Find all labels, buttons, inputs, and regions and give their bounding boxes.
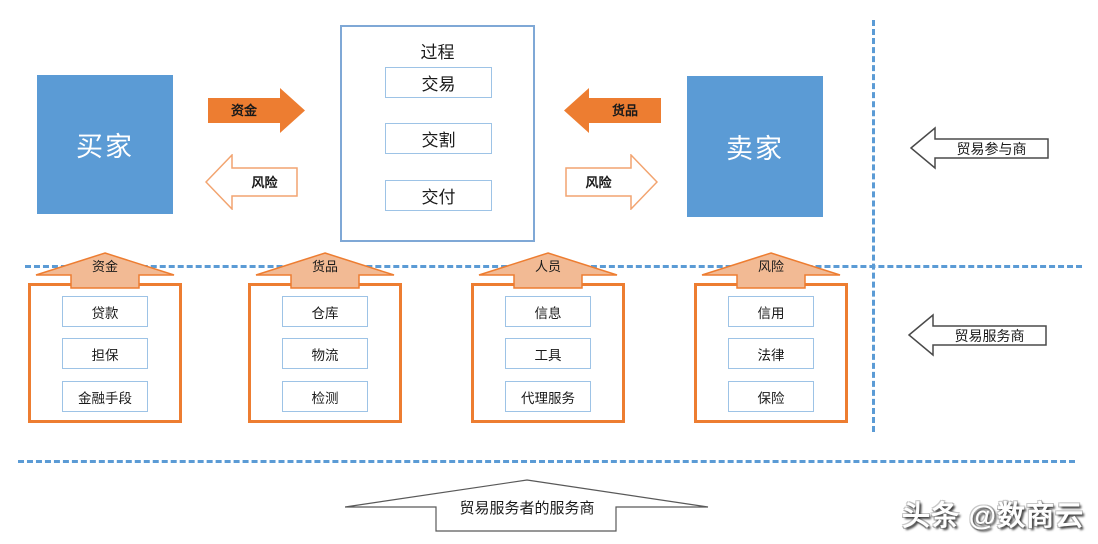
risk-to-seller-label: 风险 [585,175,612,190]
group-item: 信用 [728,296,814,327]
process-step-trade: 交易 [385,67,492,98]
funds-arrow: 资金 [208,88,305,133]
group-arrow-funds: 资金 [35,252,175,289]
service-providers-label: 贸易服务商 [954,328,1025,344]
boundary-line-vertical [872,20,875,432]
participants-label: 贸易参与商 [956,141,1027,157]
group-item: 仓库 [282,296,368,327]
left-outline-arrow-icon [910,126,1049,170]
up-arrow-icon [478,252,618,289]
risk-arrow-to-buyer: 风险 [205,154,298,210]
group-arrow-label: 资金 [91,259,118,274]
left-outline-arrow-icon [908,313,1047,357]
service-group-funds: 贷款 担保 金融手段 [28,283,182,423]
watermark: 头条 @数商云 [902,500,1085,531]
boundary-line-bottom [18,460,1075,463]
up-arrow-icon [35,252,175,289]
process-step-delivery: 交付 [385,180,492,211]
service-group-goods: 仓库 物流 检测 [248,283,402,423]
right-outline-arrow-icon [565,154,658,210]
service-group-personnel: 信息 工具 代理服务 [471,283,625,423]
group-item: 物流 [282,338,368,369]
group-item: 法律 [728,338,814,369]
goods-arrow: 货品 [564,88,661,133]
group-arrow-label: 人员 [534,259,561,274]
up-arrow-icon [255,252,395,289]
group-item: 保险 [728,381,814,412]
group-arrow-label: 货品 [311,259,338,274]
risk-to-buyer-label: 风险 [251,175,278,190]
group-item: 工具 [505,338,591,369]
group-arrow-label: 风险 [757,259,784,274]
process-step-settlement: 交割 [385,123,492,154]
service-group-risk: 信用 法律 保险 [694,283,848,423]
up-outline-arrow-icon [345,479,709,532]
process-box: 过程 交易 交割 交付 [340,25,535,242]
group-item: 检测 [282,381,368,412]
bottom-arrow-label: 贸易服务者的服务商 [459,500,595,517]
left-arrow-icon [564,88,661,133]
process-title: 过程 [420,43,455,62]
left-outline-arrow-icon [205,154,298,210]
participants-arrow: 贸易参与商 [910,126,1049,170]
bottom-arrow: 贸易服务者的服务商 [345,479,709,532]
group-item: 贷款 [62,296,148,327]
group-arrow-personnel: 人员 [478,252,618,289]
group-item: 金融手段 [62,381,148,412]
buyer-box: 买家 [37,75,173,214]
group-item: 信息 [505,296,591,327]
risk-arrow-to-seller: 风险 [565,154,658,210]
group-item: 代理服务 [505,381,591,412]
funds-arrow-label: 资金 [230,103,257,118]
right-arrow-icon [208,88,305,133]
up-arrow-icon [701,252,841,289]
group-arrow-risk: 风险 [701,252,841,289]
seller-box: 卖家 [687,76,823,217]
seller-label: 卖家 [726,134,784,164]
service-providers-arrow: 贸易服务商 [908,313,1047,357]
group-item: 担保 [62,338,148,369]
buyer-label: 买家 [76,132,134,162]
goods-arrow-label: 货品 [611,103,638,118]
group-arrow-goods: 货品 [255,252,395,289]
